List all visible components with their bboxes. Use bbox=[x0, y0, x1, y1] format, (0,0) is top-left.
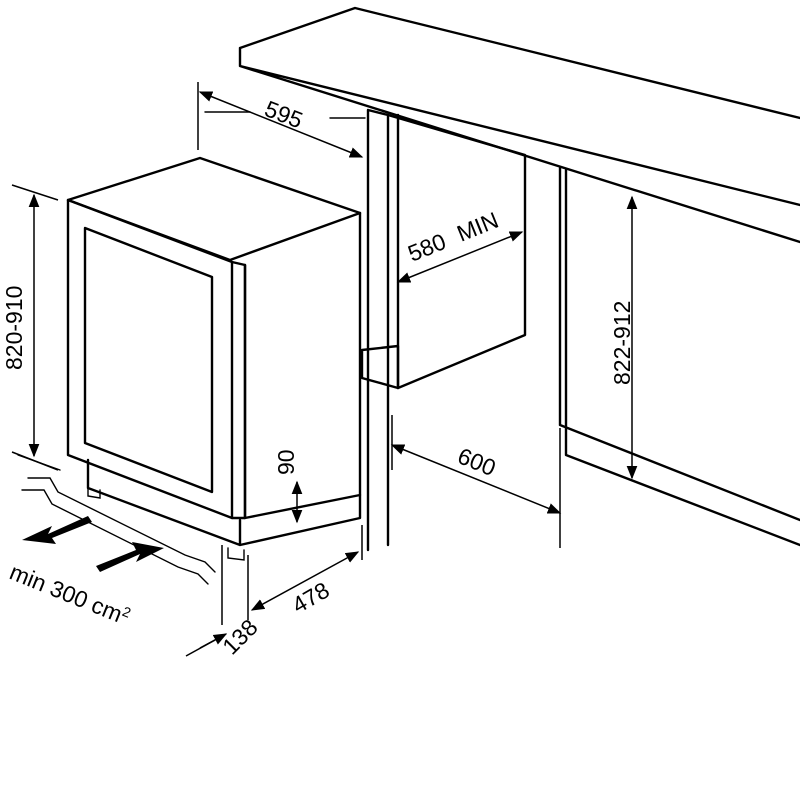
label-138: 138 bbox=[217, 614, 263, 660]
kitchen-cabinets bbox=[238, 6, 800, 552]
rear-foot bbox=[227, 547, 245, 561]
dimension-lines bbox=[11, 82, 638, 657]
appliance bbox=[66, 156, 362, 561]
air-inlet-arrow bbox=[22, 516, 92, 544]
appliance-front bbox=[66, 198, 234, 520]
label-820-910: 820-910 bbox=[1, 286, 27, 370]
dim-line-600 bbox=[390, 444, 562, 514]
label-600: 600 bbox=[454, 443, 499, 481]
appliance-side bbox=[243, 211, 362, 520]
label-ventilation-text: min 300 cm bbox=[6, 559, 126, 628]
left-cabinet-panel bbox=[366, 108, 390, 552]
worktop bbox=[238, 6, 800, 244]
niche-floor-step bbox=[360, 344, 400, 390]
label-478: 478 bbox=[288, 577, 334, 619]
door-edge bbox=[230, 260, 247, 520]
label-580-min: MIN bbox=[453, 207, 502, 247]
air-outlet-arrow bbox=[96, 542, 164, 572]
label-822-912: 822-912 bbox=[609, 301, 635, 385]
dim-line-595 bbox=[198, 91, 364, 158]
label-90: 90 bbox=[273, 449, 299, 475]
front-foot bbox=[87, 487, 101, 499]
label-595: 595 bbox=[261, 95, 306, 133]
dim-line-580 bbox=[396, 231, 524, 283]
dimension-labels: 595 580 MIN 600 820-910 822-912 90 478 1… bbox=[1, 95, 635, 659]
label-580: 580 bbox=[404, 228, 449, 266]
niche-back-wall bbox=[386, 113, 527, 390]
label-ventilation: min 300 cm2 bbox=[6, 559, 133, 631]
glass-door bbox=[83, 226, 214, 494]
appliance-top bbox=[66, 156, 362, 262]
dim-line-478 bbox=[250, 551, 360, 611]
airflow-arrows bbox=[22, 516, 164, 572]
plinth bbox=[86, 458, 362, 547]
right-cabinet bbox=[558, 166, 800, 547]
